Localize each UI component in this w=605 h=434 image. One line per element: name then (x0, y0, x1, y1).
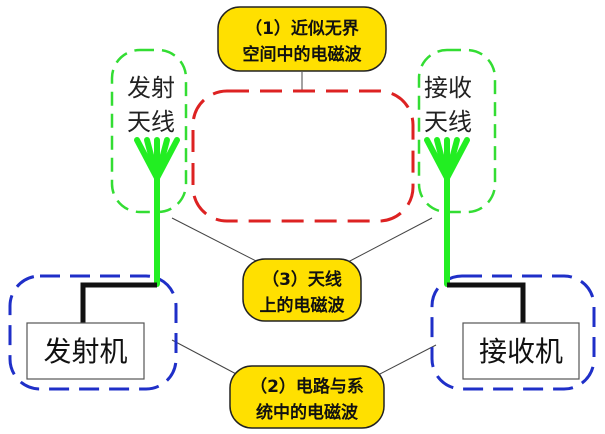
callout-circuit: （2）电路与系 统中的电磁波 (229, 365, 385, 429)
callout-circuit-line1: （2）电路与系 (250, 376, 364, 397)
transmitter-box: 发射机 (26, 322, 145, 380)
transmitter-region (8, 274, 178, 391)
leader-circuit-left (171, 339, 241, 377)
callout-free-space-line2: 空间中的电磁波 (243, 44, 363, 65)
receive-antenna-region (417, 48, 497, 214)
receiver-region (430, 274, 596, 391)
receive-antenna-label-line2: 天线 (424, 108, 472, 136)
leader-antenna-right (347, 217, 433, 263)
transmit-antenna-label-line1: 发射 (127, 74, 175, 102)
transmitter-label: 发射机 (43, 335, 127, 368)
receiver-label: 接收机 (479, 335, 563, 368)
callout-free-space: （1）近似无界 空间中的电磁波 (217, 6, 387, 72)
leader-lines (171, 72, 437, 377)
leader-antenna-left (171, 217, 259, 263)
leader-circuit-right (375, 344, 437, 377)
callout-circuit-line2: 统中的电磁波 (256, 402, 359, 423)
receiver-feed-wire (447, 282, 526, 323)
transmitter-feed-wire (80, 282, 157, 323)
receive-antenna-icon (424, 137, 470, 287)
free-space-region (191, 89, 415, 223)
receiver-box: 接收机 (462, 322, 580, 380)
transmit-antenna-icon (134, 137, 180, 287)
callout-antenna-line1: （3）天线 (262, 269, 342, 290)
transmit-antenna-region (110, 48, 188, 214)
transmit-antenna-label-line2: 天线 (127, 108, 175, 136)
callout-antenna: （3）天线 上的电磁波 (242, 258, 362, 322)
callout-free-space-line1: （1）近似无界 (245, 18, 359, 39)
callout-antenna-line2: 上的电磁波 (260, 295, 346, 316)
receive-antenna-label-line1: 接收 (424, 74, 472, 102)
